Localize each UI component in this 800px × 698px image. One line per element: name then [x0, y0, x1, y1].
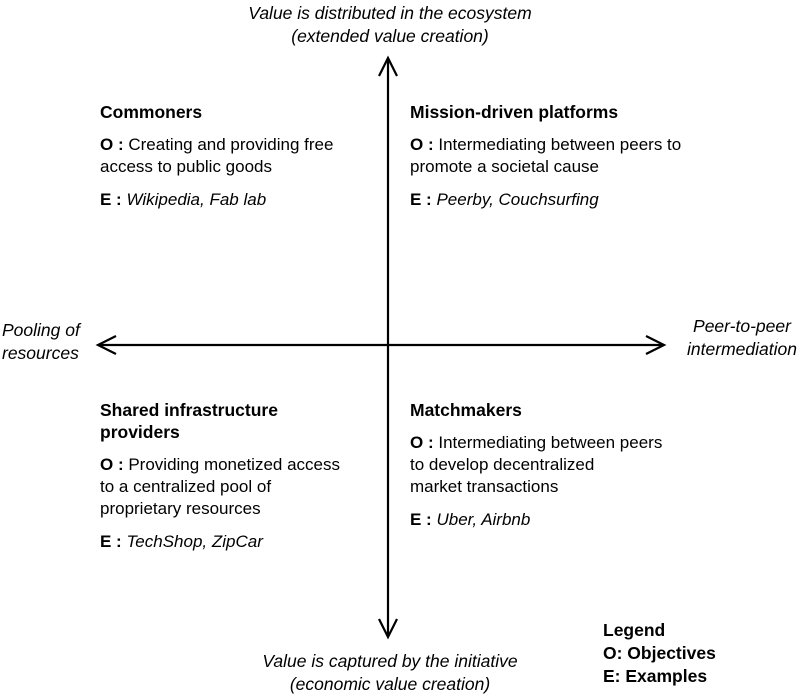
quadrant-title: Commoners — [100, 102, 203, 122]
objective-text: Creating and providing free access to pu… — [100, 135, 334, 176]
quadrant-objective: O : Intermediating between peers to prom… — [410, 134, 720, 178]
arrowhead-up-icon — [378, 55, 398, 77]
quadrant-objective: O : Providing monetized access to a cent… — [100, 454, 385, 520]
quadrant-shared-infrastructure-providers: Shared infrastructure providers O : Prov… — [100, 399, 385, 564]
axis-label-right: Peer-to-peer intermediation — [687, 316, 797, 359]
quadrant-mission-driven-platforms: Mission-driven platforms O : Intermediat… — [410, 101, 720, 222]
axis-label-top: Value is distributed in the ecosystem (e… — [248, 3, 532, 46]
quadrant-commoners: Commoners O : Creating and providing fre… — [100, 101, 395, 222]
examples-text: Peerby, Couchsurfing — [436, 190, 599, 209]
quadrant-examples: E : TechShop, ZipCar — [100, 531, 385, 553]
arrowhead-right-icon — [645, 335, 667, 355]
objective-prefix: O : — [410, 433, 434, 452]
legend-examples: E: Examples — [603, 666, 708, 686]
quadrant-objective: O : Creating and providing free access t… — [100, 134, 395, 178]
quadrant-matchmakers: Matchmakers O : Intermediating between p… — [410, 399, 710, 542]
arrowhead-left-icon — [95, 335, 117, 355]
objective-prefix: O : — [100, 135, 124, 154]
examples-prefix: E : — [410, 190, 432, 209]
objective-text: Intermediating between peers to promote … — [410, 135, 682, 176]
examples-text: Wikipedia, Fab lab — [126, 190, 267, 209]
quadrant-examples: E : Peerby, Couchsurfing — [410, 189, 720, 211]
arrowhead-down-icon — [378, 618, 398, 640]
examples-prefix: E : — [100, 190, 122, 209]
quadrant-title: Matchmakers — [410, 400, 522, 420]
quadrant-title: Shared infrastructure providers — [100, 400, 278, 442]
objective-prefix: O : — [100, 455, 124, 474]
legend: Legend O: Objectives E: Examples — [603, 619, 716, 688]
quadrant-examples: E : Uber, Airbnb — [410, 509, 710, 531]
legend-title: Legend — [603, 620, 666, 640]
quadrant-title: Mission-driven platforms — [410, 102, 619, 122]
quadrant-objective: O : Intermediating between peers to deve… — [410, 432, 710, 498]
axis-label-left: Pooling of resources — [2, 320, 80, 363]
examples-prefix: E : — [410, 510, 432, 529]
objective-text: Providing monetized access to a centrali… — [100, 455, 341, 518]
axis-label-bottom: Value is captured by the initiative (eco… — [262, 651, 518, 694]
examples-prefix: E : — [100, 532, 122, 551]
examples-text: TechShop, ZipCar — [126, 532, 263, 551]
examples-text: Uber, Airbnb — [436, 510, 531, 529]
objective-text: Intermediating between peers to develop … — [410, 433, 663, 496]
objective-prefix: O : — [410, 135, 434, 154]
legend-objectives: O: Objectives — [603, 643, 716, 663]
quadrant-examples: E : Wikipedia, Fab lab — [100, 189, 395, 211]
